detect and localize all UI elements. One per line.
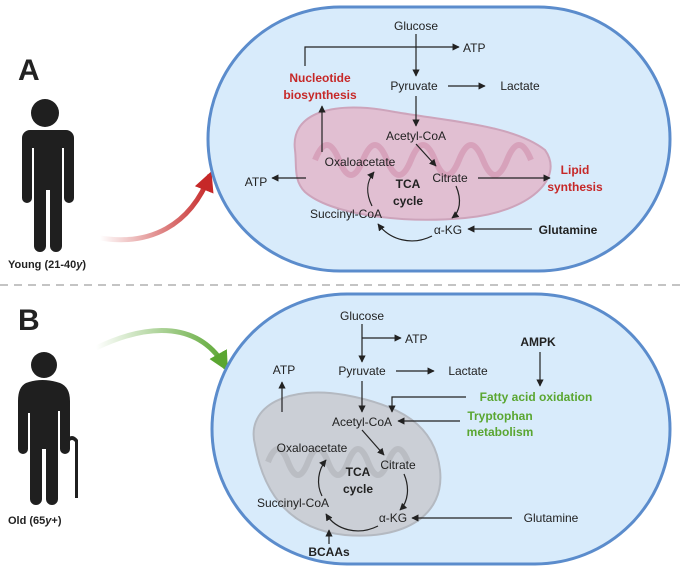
a-oxaloacetate: Oxaloacetate <box>325 155 396 169</box>
a-lipid-line1: Lipid <box>561 163 590 177</box>
b-tryptophan-line1: Tryptophan <box>467 409 532 423</box>
a-lactate: Lactate <box>500 79 540 93</box>
b-acetyl-coa: Acetyl-CoA <box>332 415 392 429</box>
old-age-label: Old (65y+) <box>8 515 62 527</box>
a-tca-line1: TCA <box>396 177 421 191</box>
b-bcaas: BCAAs <box>308 545 350 559</box>
b-atp-top: ATP <box>405 332 427 346</box>
a-pyruvate: Pyruvate <box>390 79 438 93</box>
b-atp-left: ATP <box>273 363 295 377</box>
b-glutamine: Glutamine <box>524 511 579 525</box>
a-nucleotide-line1: Nucleotide <box>289 71 351 85</box>
a-atp-top: ATP <box>463 41 485 55</box>
a-atp-left: ATP <box>245 175 267 189</box>
panel-a: A Young (21-40y) Glucose ATP Nucleotide … <box>8 5 672 273</box>
panel-a-letter: A <box>18 54 40 87</box>
b-fatty-acid: Fatty acid oxidation <box>480 390 593 404</box>
panel-b-letter: B <box>18 304 40 337</box>
a-akg: α-KG <box>434 223 462 237</box>
mitochondrion-b-icon <box>252 391 442 537</box>
panel-b-arrows <box>278 324 544 544</box>
b-tca-line2: cycle <box>343 482 373 496</box>
b-oxaloacetate: Oxaloacetate <box>277 441 348 455</box>
b-glucose: Glucose <box>340 309 384 323</box>
panel-b: B Old (65y+) Glucose ATP AMPK ATP Pyruva… <box>8 292 672 566</box>
b-tca-line1: TCA <box>346 465 371 479</box>
a-acetyl-coa: Acetyl-CoA <box>386 129 446 143</box>
young-age-label: Young (21-40y) <box>8 259 86 271</box>
old-person-icon <box>18 352 78 505</box>
young-person-icon <box>22 99 74 252</box>
b-citrate: Citrate <box>380 458 416 472</box>
b-lactate: Lactate <box>448 364 488 378</box>
old-to-cell-arrow <box>94 328 229 372</box>
young-to-cell-arrow <box>99 171 214 243</box>
b-tryptophan-line2: metabolism <box>467 425 534 439</box>
b-akg: α-KG <box>379 511 407 525</box>
b-ampk: AMPK <box>520 335 556 349</box>
a-tca-line2: cycle <box>393 194 423 208</box>
a-glucose: Glucose <box>394 19 438 33</box>
a-citrate: Citrate <box>432 171 468 185</box>
b-pyruvate: Pyruvate <box>338 364 386 378</box>
a-lipid-line2: synthesis <box>547 180 603 194</box>
a-succinyl-coa: Succinyl-CoA <box>310 207 382 221</box>
a-nucleotide-line2: biosynthesis <box>283 88 357 102</box>
b-succinyl-coa: Succinyl-CoA <box>257 496 329 510</box>
a-glutamine: Glutamine <box>539 223 598 237</box>
panel-a-arrows <box>271 34 551 242</box>
